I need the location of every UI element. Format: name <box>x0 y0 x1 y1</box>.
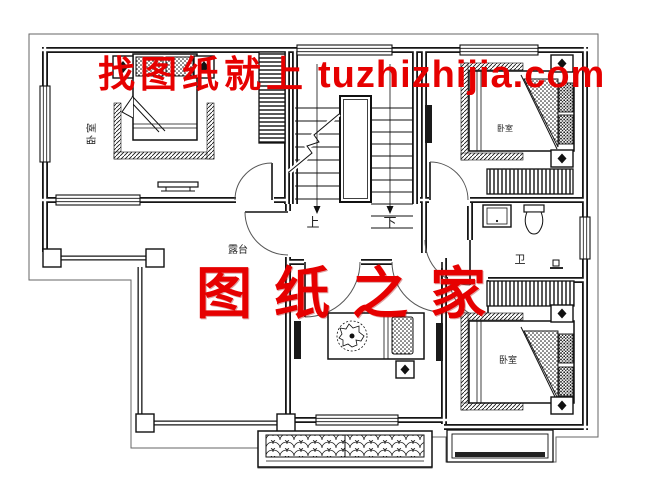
stair-arrow-down <box>386 206 394 214</box>
bedroom-bottom-right <box>460 280 575 415</box>
radiator <box>436 323 443 361</box>
bedroom-top-right <box>425 54 575 195</box>
door-hall-east <box>391 261 443 313</box>
rug <box>460 62 524 161</box>
label-stairs-up: 上 <box>306 215 319 230</box>
window-top-right-bedroom <box>459 44 539 56</box>
windows <box>39 44 591 426</box>
toilet <box>523 204 545 235</box>
wardrobe <box>486 280 575 307</box>
label-bedroom-top-right: 卧室 <box>497 123 513 133</box>
label-bedroom-top-left: 卧室 <box>85 121 98 145</box>
window-bathroom-east <box>579 216 591 260</box>
door-terrace <box>244 211 289 256</box>
watermark-center: 图纸之家 <box>196 262 508 325</box>
window-above-stairs <box>296 44 393 56</box>
table <box>157 181 199 192</box>
middle-room <box>294 312 443 379</box>
bay-window <box>446 429 554 463</box>
radiator <box>425 105 432 143</box>
blanket-fold <box>131 95 166 133</box>
blanket <box>523 330 559 400</box>
radiator <box>294 321 301 359</box>
quilt-flower <box>336 320 368 352</box>
label-bedroom-bottom-right: 卧室 <box>499 354 517 365</box>
label-bathroom: 卫 <box>515 254 526 266</box>
parapet-post <box>145 248 165 268</box>
pillow <box>391 316 414 355</box>
door-top-left-bedroom <box>234 162 273 201</box>
balcony <box>257 430 433 468</box>
staircase <box>287 64 413 229</box>
floor-drain <box>550 259 563 269</box>
window-left-wall <box>39 85 51 163</box>
rug <box>460 312 524 411</box>
watermark-top-domain: tuzhizhijia.com <box>318 54 606 96</box>
parapet-post <box>42 248 62 268</box>
parapet-post <box>135 413 155 433</box>
window-middle-room-south <box>315 414 399 426</box>
window-top-left-bedroom-south <box>55 194 141 206</box>
parapet-post <box>276 413 296 433</box>
terrace-parapet <box>42 248 296 433</box>
bedroom-top-left <box>112 51 286 192</box>
wardrobe <box>486 168 574 195</box>
label-terrace: 露台 <box>228 243 248 256</box>
pillow <box>135 56 164 77</box>
door-hall-west <box>304 261 361 318</box>
stair-core <box>339 95 372 203</box>
label-stairs-down: 下 <box>383 215 396 230</box>
pillow <box>558 366 574 397</box>
door-bathroom <box>424 239 471 286</box>
door-top-right-bedroom <box>429 161 469 201</box>
blanket <box>523 78 559 148</box>
pillow <box>165 56 194 77</box>
rug <box>113 102 215 160</box>
watermark-top-chinese: 找图纸就上 <box>98 54 308 95</box>
pillow <box>558 114 574 145</box>
pillow <box>558 333 574 364</box>
stair-arrow-up <box>313 206 321 214</box>
sink <box>482 204 512 228</box>
pillow <box>558 82 574 113</box>
bathroom <box>482 204 563 269</box>
stair-direction-lines <box>316 64 391 206</box>
stair-treads-right <box>371 107 413 229</box>
wardrobe <box>258 51 286 144</box>
